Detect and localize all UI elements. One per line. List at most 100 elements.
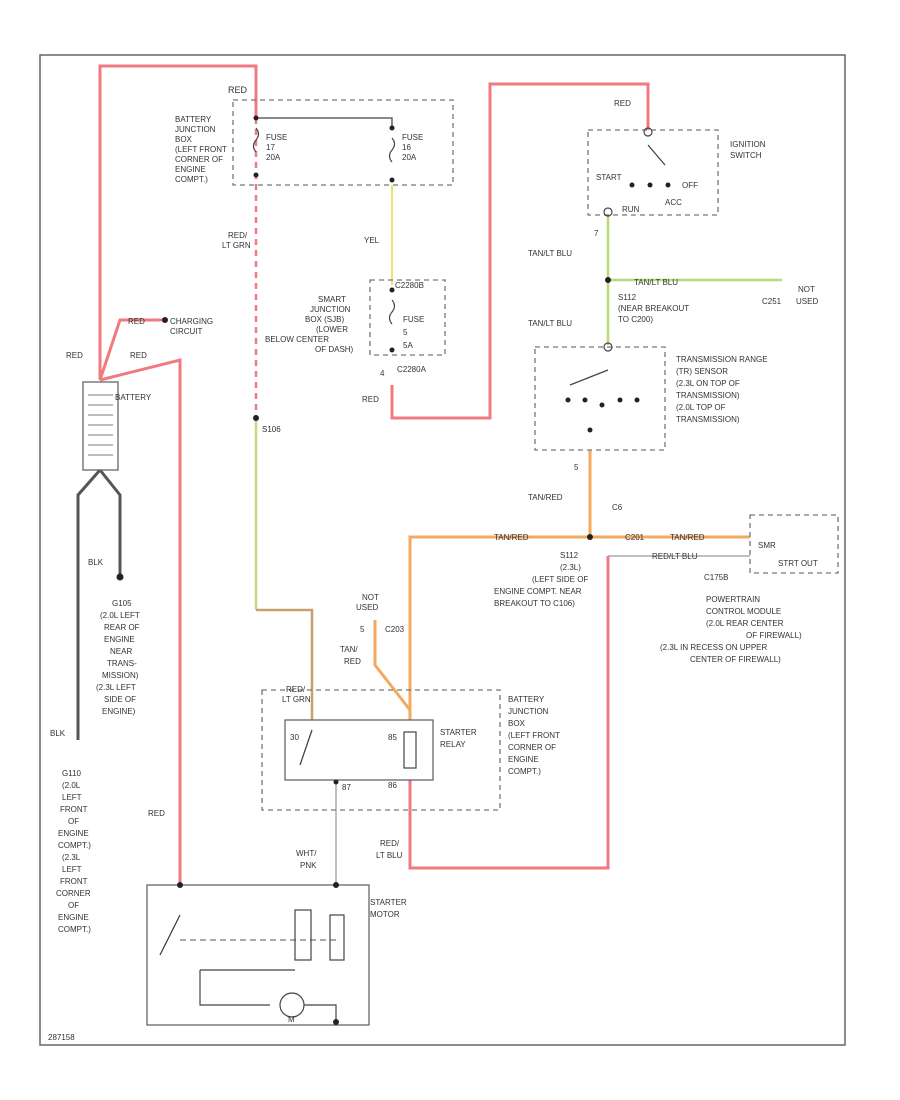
svg-text:SMART: SMART: [318, 295, 346, 304]
label-red-ltgrn-1: RED/ LT GRN: [222, 231, 251, 250]
fuse-16-icon: [388, 125, 396, 183]
svg-text:BATTERY: BATTERY: [508, 695, 545, 704]
svg-text:OF DASH): OF DASH): [315, 345, 354, 354]
svg-text:G110: G110: [62, 769, 82, 778]
svg-text:FUSE: FUSE: [266, 133, 287, 142]
svg-text:5: 5: [403, 328, 408, 337]
svg-text:RED/: RED/: [286, 685, 306, 694]
label-s112b: S112 (2.3L) (LEFT SIDE OF ENGINE COMPT. …: [494, 551, 588, 608]
svg-text:S112: S112: [560, 551, 579, 560]
wire-tanred-main: [408, 535, 750, 720]
label-c2280b: C2280B: [395, 281, 424, 290]
label-c175b: C175B: [704, 573, 728, 582]
svg-text:STARTER: STARTER: [440, 728, 477, 737]
svg-text:(LEFT FRONT: (LEFT FRONT: [508, 731, 560, 740]
svg-text:CONTROL MODULE: CONTROL MODULE: [706, 607, 781, 616]
svg-text:FUSE: FUSE: [402, 133, 423, 142]
label-red-top: RED: [228, 85, 248, 95]
label-red-ltblu: RED/ LT BLU: [376, 839, 403, 860]
svg-text:OF: OF: [68, 817, 79, 826]
wire-red-battery-to-starter: [99, 358, 182, 885]
svg-text:FUSE: FUSE: [403, 315, 424, 324]
svg-text:ENGINE: ENGINE: [508, 755, 539, 764]
svg-text:(LOWER: (LOWER: [316, 325, 348, 334]
wire-bjb-bus: [256, 117, 393, 128]
label-fuse-sjb: FUSE 5 5A: [403, 315, 424, 350]
svg-text:(2.3L ON TOP OF: (2.3L ON TOP OF: [676, 379, 740, 388]
svg-text:(NEAR BREAKOUT: (NEAR BREAKOUT: [618, 304, 689, 313]
label-bjb-bottom: BATTERY JUNCTION BOX (LEFT FRONT CORNER …: [508, 695, 560, 776]
svg-text:20A: 20A: [402, 153, 417, 162]
svg-text:CIRCUIT: CIRCUIT: [170, 327, 203, 336]
fuse-sjb-icon: [388, 287, 396, 353]
svg-text:TRANSMISSION): TRANSMISSION): [676, 391, 740, 400]
label-c2280a: C2280A: [397, 365, 427, 374]
svg-text:G105: G105: [112, 599, 132, 608]
tr-sensor-icon: [565, 342, 640, 433]
label-red-batt2: RED: [66, 351, 83, 360]
label-tanlt-blu1: TAN/LT BLU: [528, 249, 572, 258]
svg-text:POWERTRAIN: POWERTRAIN: [706, 595, 760, 604]
svg-text:USED: USED: [796, 297, 818, 306]
wire-red-ltblu-relay: [408, 556, 610, 870]
svg-text:(2.3L: (2.3L: [62, 853, 81, 862]
starter-motor-icon: [159, 882, 345, 1025]
label-c203: C203: [385, 625, 405, 634]
label-yel: YEL: [364, 236, 380, 245]
label-diagram-id: 287158: [48, 1033, 75, 1042]
svg-text:BREAKOUT TO C106): BREAKOUT TO C106): [494, 599, 575, 608]
svg-text:RED/: RED/: [380, 839, 400, 848]
wire-blk-ground: [76, 469, 122, 740]
label-relay-86: 86: [388, 781, 397, 790]
svg-text:TRANS-: TRANS-: [107, 659, 137, 668]
label-ign-start: START: [596, 173, 622, 182]
starter-relay-icon: [299, 729, 417, 785]
svg-text:(LEFT FRONT: (LEFT FRONT: [175, 145, 227, 154]
svg-text:ENGINE: ENGINE: [104, 635, 135, 644]
svg-text:(2.0L LEFT: (2.0L LEFT: [100, 611, 140, 620]
svg-text:SWITCH: SWITCH: [730, 151, 762, 160]
label-tanred3: TAN/RED: [670, 533, 705, 542]
tr-sensor-box: [534, 346, 666, 451]
label-not-used1: NOT USED: [796, 285, 818, 306]
label-red-ltblu-pcm: RED/LT BLU: [652, 552, 698, 561]
svg-text:NOT: NOT: [798, 285, 815, 294]
label-pcm-box: SMR STRT OUT: [758, 541, 818, 568]
svg-text:LEFT: LEFT: [62, 865, 82, 874]
diagram-frame: [39, 54, 846, 1046]
svg-text:JUNCTION: JUNCTION: [310, 305, 351, 314]
label-s112: S112 (NEAR BREAKOUT TO C200): [618, 293, 689, 324]
svg-text:ENGINE: ENGINE: [58, 913, 89, 922]
battery-icon: [82, 381, 119, 471]
label-tanred4: TAN/ RED: [340, 645, 361, 666]
svg-text:CORNER: CORNER: [56, 889, 91, 898]
label-g110: G110 (2.0L LEFT FRONT OF ENGINE COMPT.) …: [56, 769, 91, 934]
label-starter-motor: STARTER MOTOR: [370, 898, 407, 919]
label-fuse16: FUSE 16 20A: [402, 133, 423, 162]
svg-text:BATTERY: BATTERY: [175, 115, 212, 124]
svg-text:OF FIREWALL): OF FIREWALL): [746, 631, 802, 640]
svg-text:JUNCTION: JUNCTION: [508, 707, 549, 716]
label-pin4: 4: [380, 369, 385, 378]
label-ign-pin: 7: [594, 229, 599, 238]
svg-text:JUNCTION: JUNCTION: [175, 125, 216, 134]
svg-text:RED/: RED/: [228, 231, 248, 240]
fuse-17-icon: [252, 115, 260, 178]
svg-text:COMPT.): COMPT.): [175, 175, 208, 184]
svg-text:COMPT.): COMPT.): [508, 767, 541, 776]
svg-text:S112: S112: [618, 293, 637, 302]
label-fuse17: FUSE 17 20A: [266, 133, 287, 162]
charging-dot: [162, 317, 168, 323]
svg-text:NEAR: NEAR: [110, 647, 132, 656]
svg-text:WHT/: WHT/: [296, 849, 317, 858]
svg-text:LT GRN: LT GRN: [282, 695, 311, 704]
label-blk2: BLK: [50, 729, 66, 738]
svg-text:FRONT: FRONT: [60, 805, 88, 814]
label-relay-87: 87: [342, 783, 351, 792]
splice-s106: [253, 415, 259, 421]
svg-text:TRANSMISSION): TRANSMISSION): [676, 415, 740, 424]
ground-g105: [116, 573, 124, 581]
label-charging: CHARGING CIRCUIT: [170, 317, 213, 336]
bjb-top-box: [232, 99, 454, 186]
